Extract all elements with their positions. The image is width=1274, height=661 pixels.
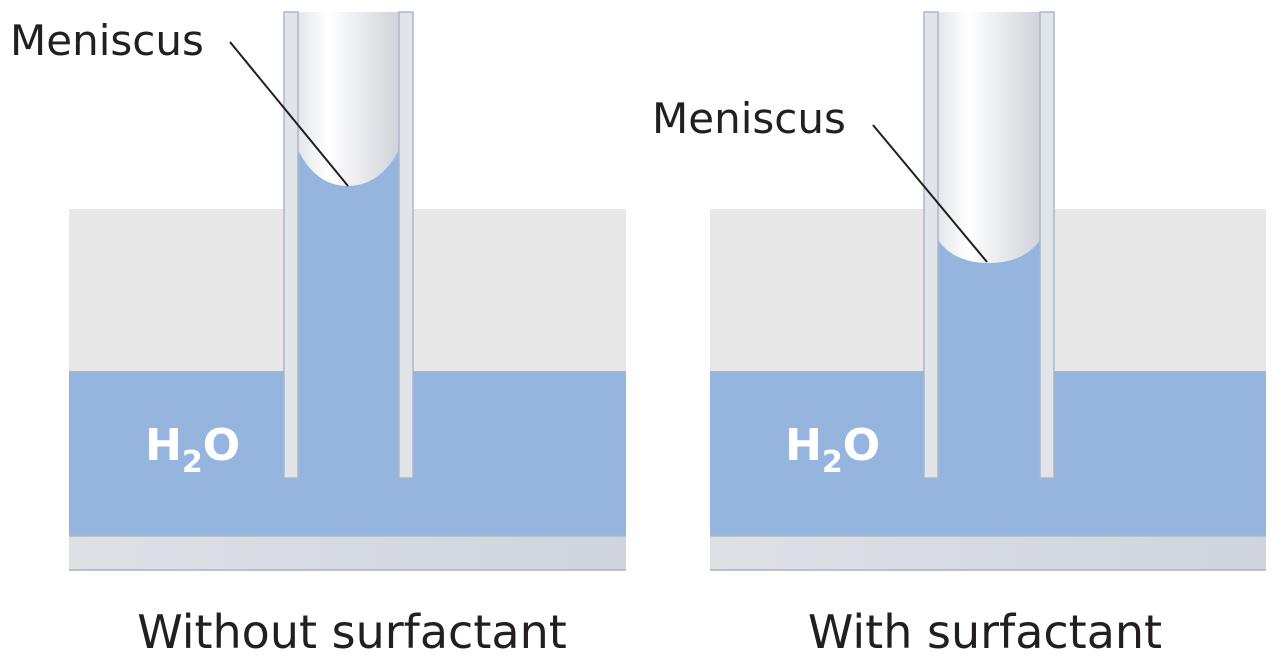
meniscus-flattened — [938, 12, 1040, 263]
meniscus-label: Meniscus — [10, 16, 204, 65]
container-base — [69, 536, 626, 570]
meniscus-pointer — [872, 124, 988, 263]
h2o-label: H2O — [145, 420, 240, 480]
caption: Without surfactant — [137, 605, 567, 659]
panel-with-surfactant: H2O Meniscus With surfactant — [652, 11, 1266, 659]
tube-wall-right — [398, 11, 414, 479]
meniscus-label: Meniscus — [652, 94, 846, 143]
tube-wall-left — [283, 11, 299, 479]
caption: With surfactant — [808, 605, 1162, 659]
capillary-tube — [283, 11, 414, 479]
capillary-tube — [923, 11, 1055, 479]
tube-wall-left — [923, 11, 939, 479]
meniscus-pointer — [229, 41, 349, 187]
meniscus-concave — [298, 12, 399, 186]
panel-without-surfactant: H2O Meniscus Without surfactant — [10, 11, 626, 659]
container-base — [710, 536, 1266, 570]
h2o-label: H2O — [785, 420, 880, 480]
tube-wall-right — [1039, 11, 1055, 479]
